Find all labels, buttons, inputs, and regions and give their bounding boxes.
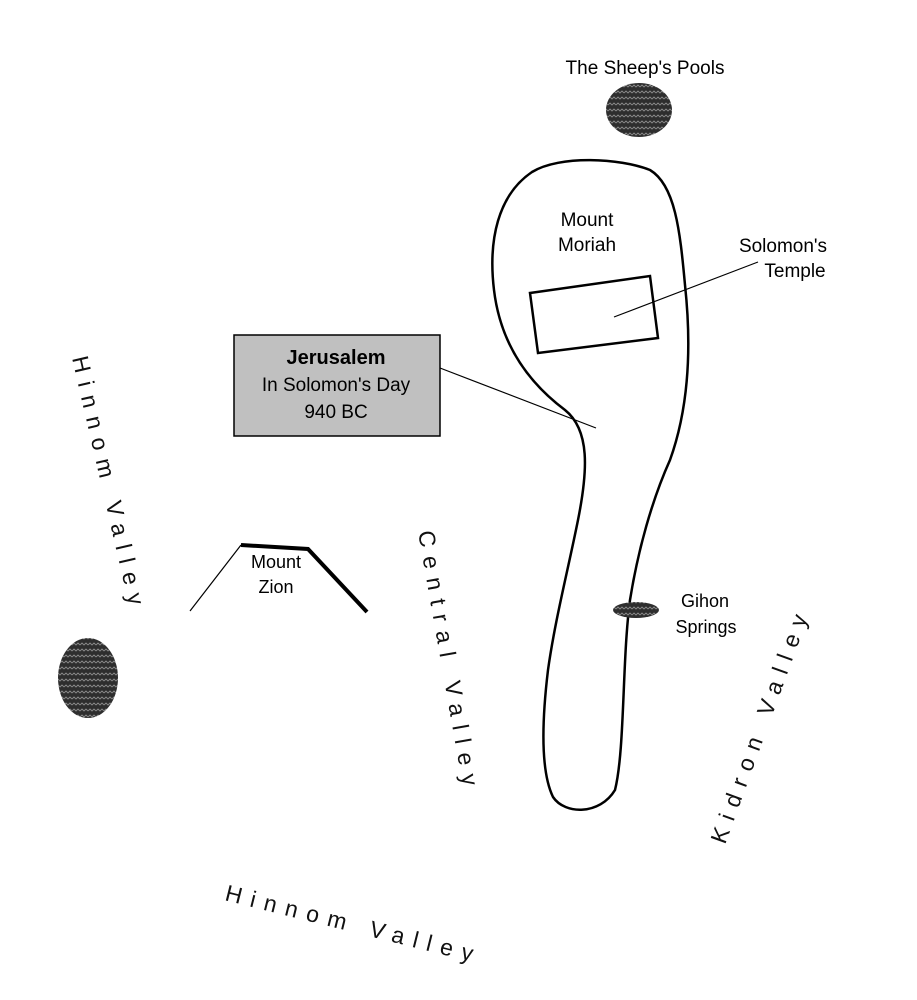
mount-moriah-label-line2: Moriah	[558, 235, 616, 256]
hinnom-valley-west-label: Hinnom Valley	[67, 353, 152, 616]
solomons-temple-label-line1: Solomon's	[739, 236, 827, 257]
title-box	[233, 334, 441, 437]
gihon-springs-label-line2: Springs	[675, 617, 736, 637]
zion-leader-line	[189, 544, 242, 612]
city-wall-outline	[491, 158, 690, 811]
gihon-springs-label-line1: Gihon	[681, 591, 729, 611]
title-leader-line	[439, 367, 597, 429]
mount-zion-label-line2: Zion	[258, 577, 293, 597]
mount-zion-label-line1: Mount	[251, 552, 301, 572]
solomons-temple-label-line2: Temple	[764, 261, 825, 282]
sheeps-pools-label: The Sheep's Pools	[566, 58, 725, 79]
gihon-springs-pool	[613, 602, 659, 618]
temple-rectangle	[528, 274, 660, 355]
temple-leader-line	[613, 261, 759, 318]
map-title: Jerusalem	[287, 347, 386, 369]
mount-moriah-label-line1: Mount	[561, 210, 615, 231]
mount-zion-ridge	[240, 543, 369, 614]
central-valley-label: Central Valley	[413, 528, 485, 796]
map-date: 940 BC	[304, 402, 367, 423]
kidron-valley-label: Kidron Valley	[705, 602, 815, 847]
sheeps-pools-pool	[606, 83, 672, 137]
map-subtitle: In Solomon's Day	[262, 375, 411, 396]
hinnom-valley-south-label: Hinnom Valley	[223, 880, 485, 969]
hinnom-pool	[58, 638, 118, 718]
